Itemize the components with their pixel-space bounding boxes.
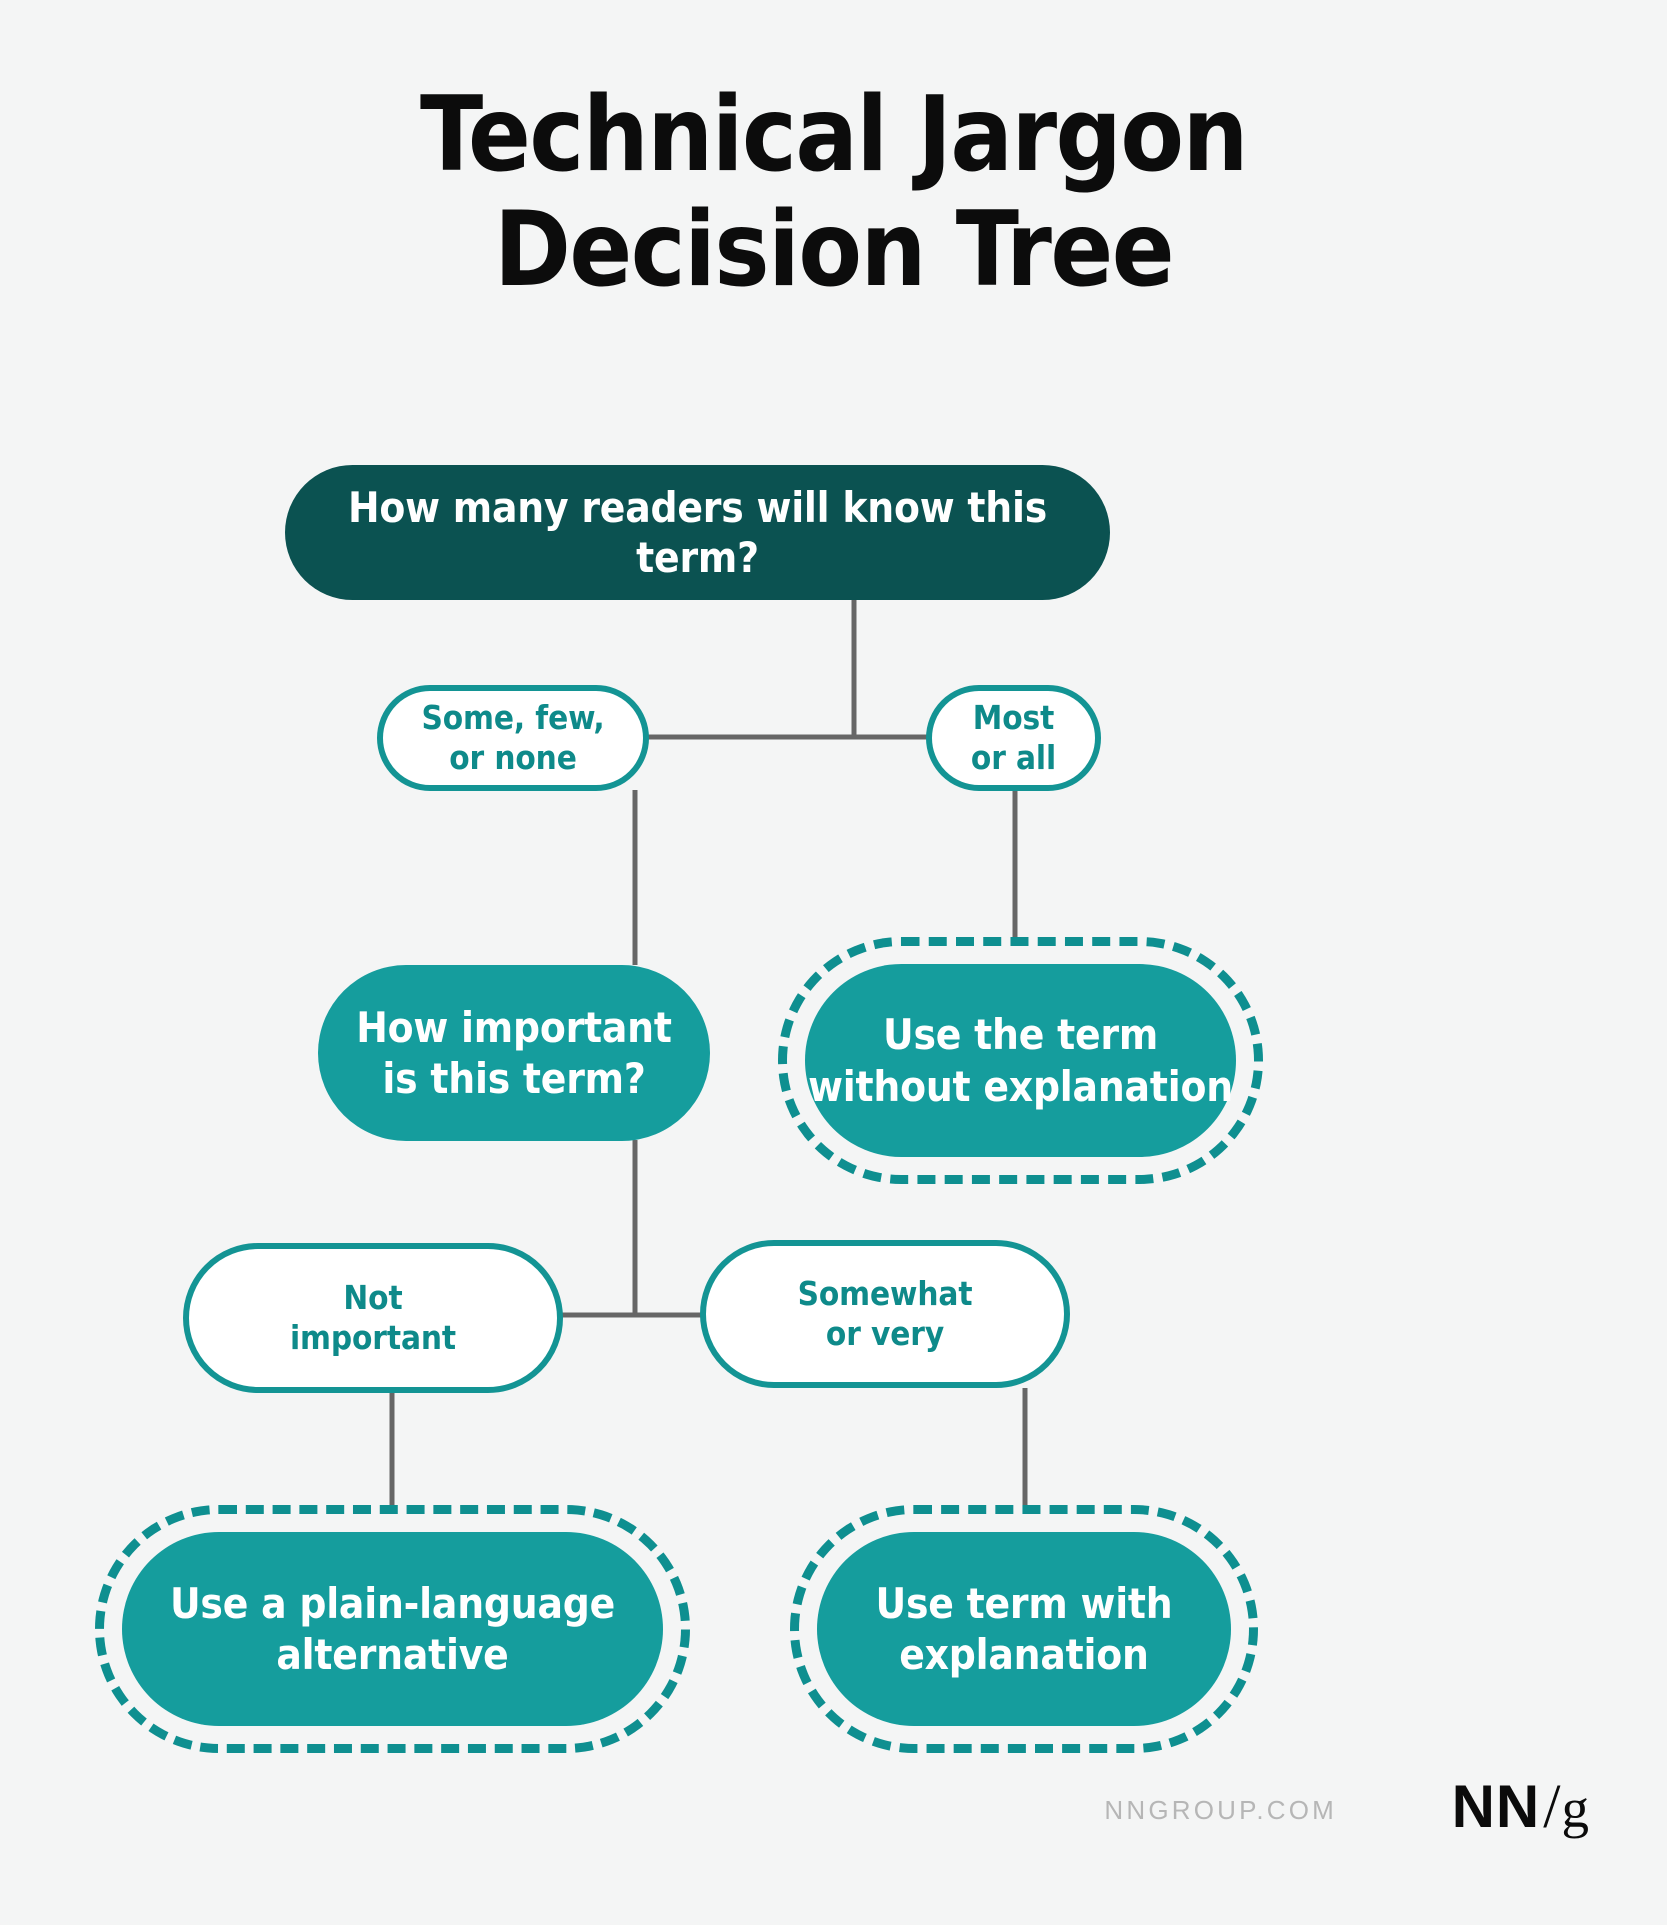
page-title: Technical Jargon Decision Tree <box>0 75 1667 311</box>
node-importance-line-1: How important <box>356 1002 672 1052</box>
node-alternative-line-1: Use a plain-language <box>169 1578 616 1628</box>
terminal-use-term-without-explanation-ring: Use the term without explanation <box>778 937 1263 1184</box>
node-branch-somewhat-or-very[interactable]: Somewhat or very <box>700 1240 1070 1388</box>
node-some-few-line-2: or none <box>449 738 577 777</box>
node-most-all-line-1: Most <box>972 697 1055 737</box>
node-branch-not-important[interactable]: Not important <box>183 1243 563 1393</box>
node-terminal-use-term-without-explanation[interactable]: Use the term without explanation <box>805 964 1236 1157</box>
node-branch-some-few-or-none[interactable]: Some, few, or none <box>377 685 649 791</box>
terminal-use-term-with-explanation-ring: Use term with explanation <box>790 1505 1258 1753</box>
nng-logo: NN / g <box>1451 1772 1590 1841</box>
page-title-line-2: Decision Tree <box>493 190 1175 311</box>
nng-logo-slash: / <box>1543 1773 1561 1841</box>
node-terminal-use-term-with-explanation[interactable]: Use term with explanation <box>817 1532 1231 1726</box>
node-not-important-line-2: important <box>289 1318 457 1357</box>
node-withexpl-line-1: Use term with <box>875 1578 1173 1628</box>
node-somewhat-line-2: or very <box>825 1314 945 1353</box>
page-title-line-1: Technical Jargon <box>419 75 1249 195</box>
node-useterm-line-2: without explanation <box>808 1061 1233 1111</box>
node-somewhat-line-1: Somewhat <box>797 1273 973 1313</box>
nng-logo-nn: NN <box>1451 1773 1541 1840</box>
node-most-all-line-2: or all <box>970 738 1057 777</box>
node-terminal-use-plain-language-alternative[interactable]: Use a plain-language alternative <box>122 1532 663 1726</box>
node-root-question[interactable]: How many readers will know this term? <box>285 465 1110 600</box>
node-process-how-important[interactable]: How important is this term? <box>318 965 710 1141</box>
terminal-use-plain-language-alternative-ring: Use a plain-language alternative <box>95 1505 690 1753</box>
node-withexpl-line-2: explanation <box>899 1630 1149 1679</box>
node-branch-most-or-all[interactable]: Most or all <box>926 685 1101 791</box>
node-useterm-line-1: Use the term <box>882 1010 1158 1060</box>
node-some-few-line-1: Some, few, <box>421 697 605 737</box>
footer-website-url: NNGROUP.COM <box>1104 1795 1337 1825</box>
node-importance-line-2: is this term? <box>382 1054 646 1103</box>
node-not-important-line-1: Not <box>343 1277 403 1317</box>
node-alternative-line-2: alternative <box>276 1630 509 1679</box>
node-root-label: How many readers will know this term? <box>347 482 1048 582</box>
nng-logo-g: g <box>1561 1778 1590 1839</box>
